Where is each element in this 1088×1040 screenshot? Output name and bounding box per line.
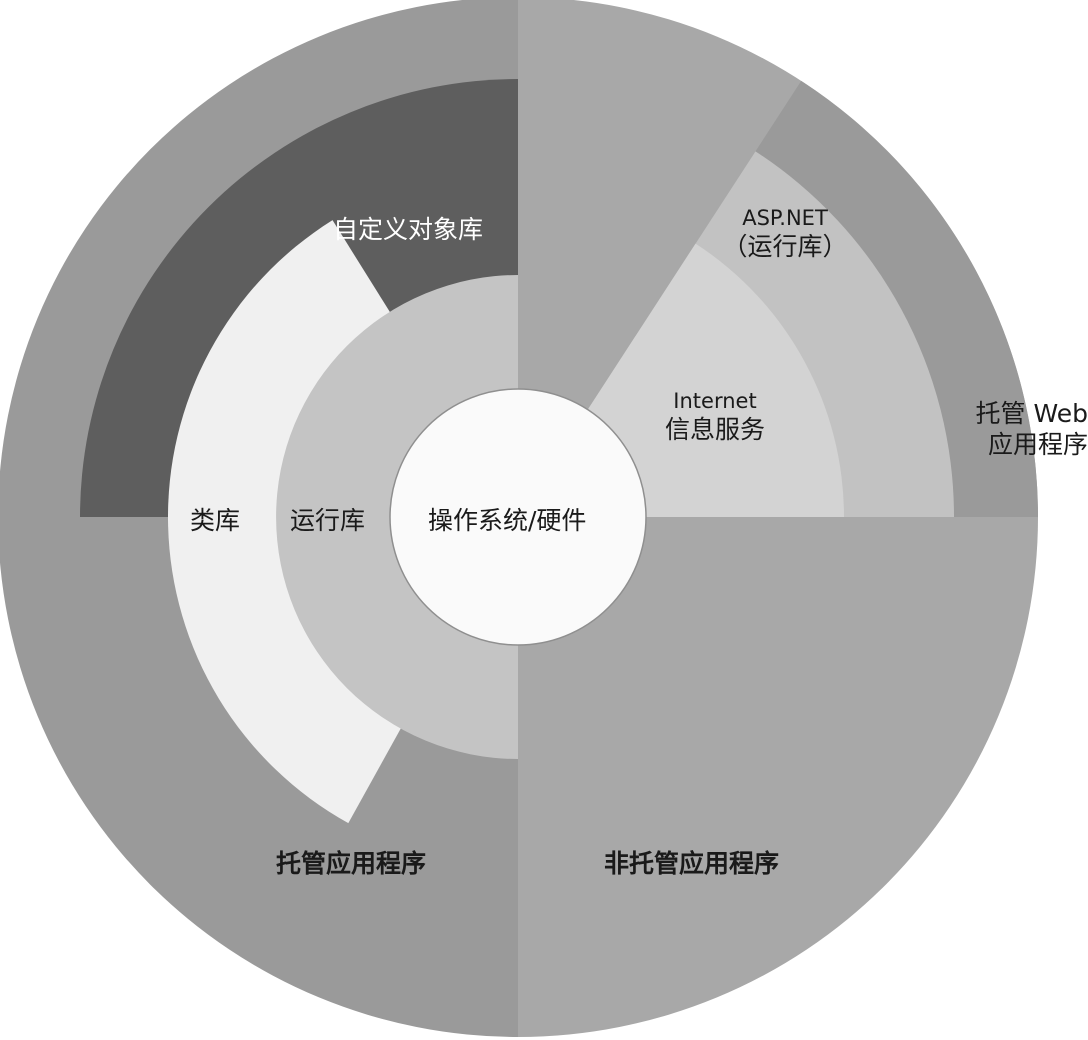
unmanaged-app-label: 非托管应用程序 <box>604 849 780 878</box>
aspnet-label: ASP.NET （运行库） <box>710 205 860 263</box>
managed-web-app-label: 托管 Web 应用程序 <box>938 398 1088 461</box>
custom-object-library-label: 自定义对象库 <box>333 215 484 244</box>
managed-web-app-label-line1: 托管 Web <box>975 399 1088 428</box>
os-hardware-core <box>389 388 647 646</box>
class-library-label: 类库 <box>190 506 241 535</box>
os-hardware-label: 操作系统/硬件 <box>428 506 587 535</box>
iis-label-line1: Internet <box>673 389 757 413</box>
managed-web-app-label-line2: 应用程序 <box>987 430 1088 460</box>
aspnet-label-line2: （运行库） <box>722 232 848 262</box>
runtime-label: 运行库 <box>290 506 366 535</box>
iis-label: Internet 信息服务 <box>640 388 790 446</box>
managed-app-label: 托管应用程序 <box>276 849 427 878</box>
aspnet-label-line1: ASP.NET <box>742 206 828 230</box>
iis-label-line2: 信息服务 <box>664 415 765 445</box>
